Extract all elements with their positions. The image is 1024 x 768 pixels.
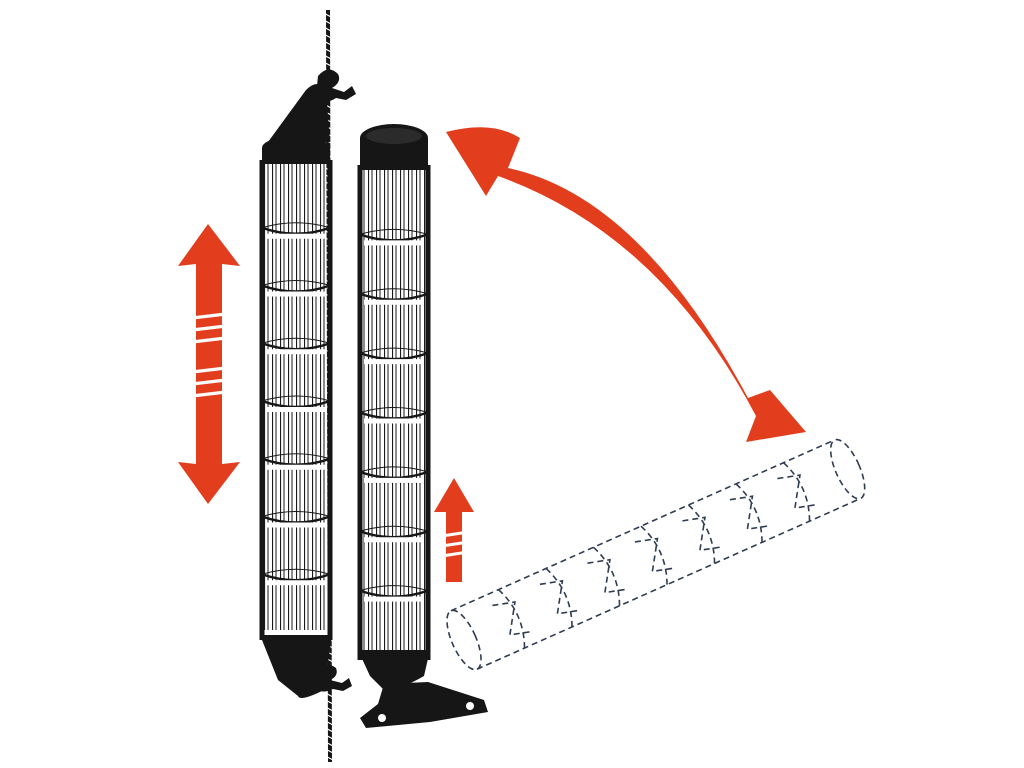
ghost-ring xyxy=(689,502,721,563)
ghost-zigzag xyxy=(777,468,817,515)
fixed-cylinder xyxy=(260,69,356,698)
ghost-zigzag xyxy=(682,510,722,557)
ghost-ring xyxy=(736,481,768,542)
ghost-ring xyxy=(641,523,673,584)
ghost-ring xyxy=(593,544,625,605)
arrow-shape xyxy=(434,478,474,582)
mesh-ring-highlight xyxy=(266,407,326,412)
mesh-ring-highlight xyxy=(364,300,424,305)
arrow-shape xyxy=(446,127,806,442)
dashed-cylinder-icon xyxy=(440,435,872,674)
mesh-ring-highlight xyxy=(266,465,326,470)
ghost-end-far xyxy=(824,435,872,503)
mesh-ring-highlight xyxy=(266,292,326,297)
mesh-ring-highlight xyxy=(364,240,424,245)
top-clamp-icon xyxy=(316,69,356,101)
cylinder-top-band xyxy=(262,148,330,164)
mesh-ring-highlight xyxy=(266,523,326,528)
ghost-end-near xyxy=(440,606,488,674)
mesh-ring-highlight xyxy=(364,537,424,542)
ghost-zigzag xyxy=(540,574,580,621)
mesh-ring-highlight xyxy=(266,234,326,239)
mesh-ring-highlight xyxy=(364,478,424,483)
cylinder-top-face xyxy=(366,128,422,144)
ghost-zigzag xyxy=(730,489,770,536)
ghost-rings xyxy=(488,457,823,653)
ghost-ring xyxy=(498,587,530,648)
free-cylinder xyxy=(358,124,488,728)
bracket-bolt xyxy=(378,714,386,722)
ghost-zigzag xyxy=(587,553,627,600)
ghost-ring xyxy=(546,566,578,627)
ghost-side-bottom xyxy=(477,498,861,669)
curved-arrow-icon xyxy=(446,127,806,442)
arrow-shape xyxy=(178,224,240,504)
ghost-zigzag xyxy=(492,595,532,642)
mesh-ring-highlight xyxy=(364,597,424,602)
bottom-clamp-icon xyxy=(315,664,352,691)
mesh-ring-highlight xyxy=(266,349,326,354)
mesh-ring-highlight xyxy=(364,359,424,364)
mesh-ring-highlight xyxy=(364,419,424,424)
up-arrow-icon xyxy=(434,478,474,582)
bracket-bolt xyxy=(466,702,474,710)
double-headed-arrow-icon xyxy=(178,224,240,504)
ghost-side-top xyxy=(451,440,835,611)
mesh-ring-highlight xyxy=(266,580,326,585)
ghost-ring xyxy=(784,460,816,521)
ghost-zigzag xyxy=(635,531,675,578)
